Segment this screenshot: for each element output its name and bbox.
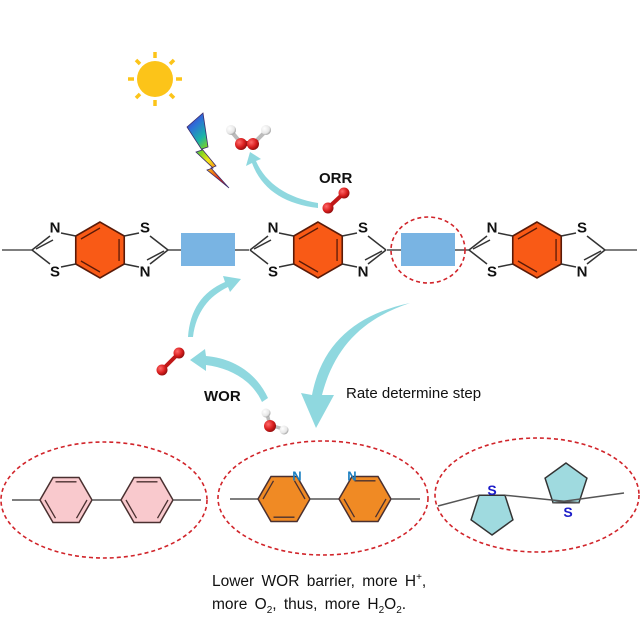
nitrogen-atom: N bbox=[292, 469, 301, 484]
lightning-bolt-icon bbox=[186, 112, 230, 189]
sulfur-atom: S bbox=[140, 220, 150, 237]
linker-option-bithiophene: SS bbox=[434, 437, 640, 553]
wor-arrow bbox=[190, 349, 268, 402]
phenyl-ring bbox=[39, 476, 93, 524]
water-molecule-icon bbox=[261, 408, 289, 435]
sulfur-atom: S bbox=[577, 220, 587, 237]
benzene-ring bbox=[292, 221, 344, 279]
caption-line-2: more O2, thus, more H2O2. bbox=[212, 596, 407, 617]
benzene-ring bbox=[511, 221, 563, 279]
wor-label: WOR bbox=[204, 388, 241, 405]
pyridine-ring bbox=[257, 475, 311, 523]
highlight-ellipse-linker bbox=[390, 216, 466, 284]
highlight-ellipse bbox=[217, 440, 429, 556]
highlight-ellipse bbox=[434, 437, 640, 553]
sulfur-atom: S bbox=[50, 264, 60, 281]
sulfur-atom: S bbox=[358, 220, 368, 237]
oxygen-molecule-icon bbox=[322, 187, 350, 214]
rate-determine-step-label: Rate determine step bbox=[346, 385, 482, 402]
pyridine-ring bbox=[338, 475, 392, 523]
nitrogen-atom: N bbox=[268, 220, 279, 237]
benzobisthiazole-unit: N S S N bbox=[31, 220, 169, 281]
o2-to-polymer-arrow bbox=[188, 276, 241, 337]
orr-label: ORR bbox=[319, 170, 353, 187]
caption-line-1: Lower WOR barrier, more H+, bbox=[212, 572, 427, 591]
rate-determine-step-arrow bbox=[301, 303, 410, 428]
thiophene-ring bbox=[470, 494, 514, 536]
nitrogen-atom: N bbox=[577, 264, 588, 281]
benzobisthiazole-unit: N S S N bbox=[249, 220, 387, 281]
nitrogen-atom: N bbox=[358, 264, 369, 281]
nitrogen-atom: N bbox=[50, 220, 61, 237]
linker-option-biphenyl bbox=[0, 441, 208, 559]
sulfur-atom: S bbox=[487, 482, 496, 498]
sulfur-atom: S bbox=[563, 504, 572, 520]
nitrogen-atom: N bbox=[487, 220, 498, 237]
linker-block-2 bbox=[401, 233, 455, 266]
phenyl-ring bbox=[120, 476, 174, 524]
sulfur-atom: S bbox=[487, 264, 497, 281]
linker-block-1 bbox=[181, 233, 235, 266]
sun-icon bbox=[128, 52, 182, 106]
benzobisthiazole-unit: N S S N bbox=[468, 220, 606, 281]
highlight-ellipse bbox=[0, 441, 208, 559]
hydrogen-peroxide-molecule-icon bbox=[226, 125, 271, 150]
benzobisthiazole-units: N S S N N S S N N S S N bbox=[31, 220, 606, 281]
caption: Lower WOR barrier, more H+, more O2, thu… bbox=[212, 566, 426, 622]
thiophene-ring bbox=[544, 462, 588, 504]
orr-arrow bbox=[246, 152, 318, 208]
benzene-ring bbox=[74, 221, 126, 279]
oxygen-molecule-icon bbox=[156, 347, 185, 376]
sulfur-atom: S bbox=[268, 264, 278, 281]
nitrogen-atom: N bbox=[140, 264, 151, 281]
nitrogen-atom: N bbox=[347, 469, 356, 484]
